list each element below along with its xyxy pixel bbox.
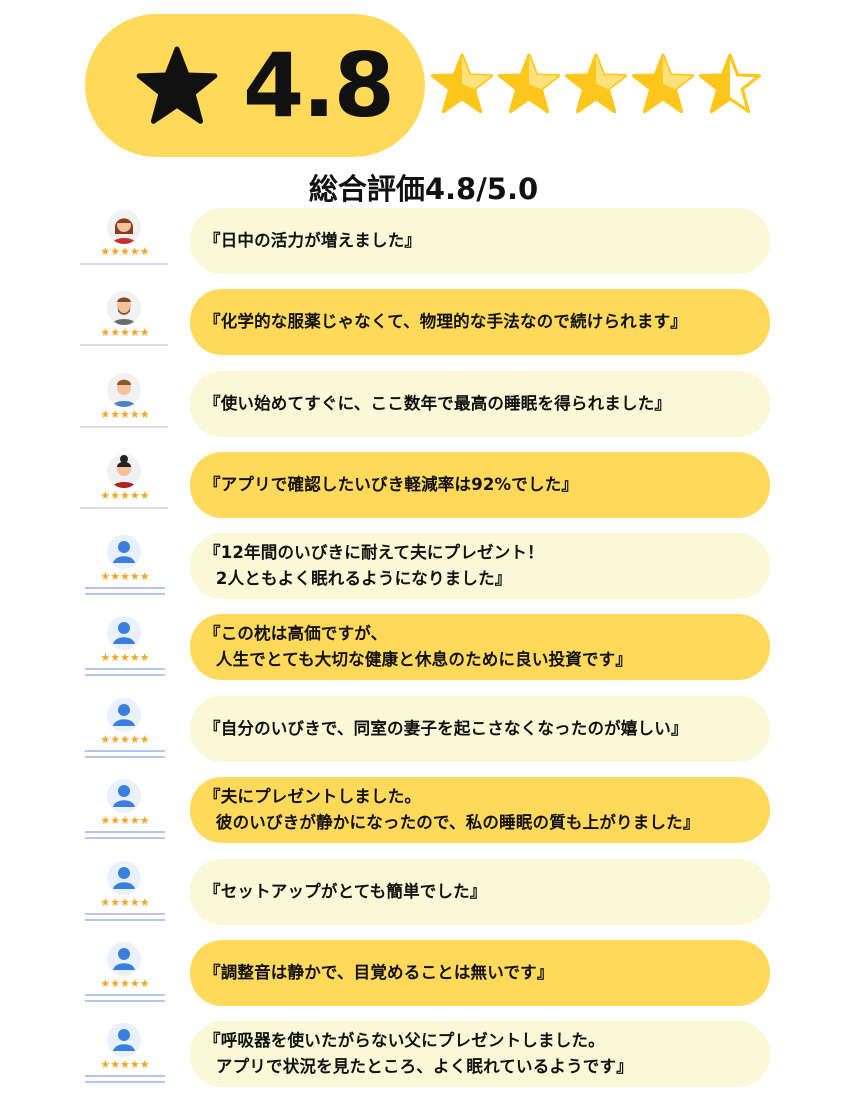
mini-star-rating: ★★★★★: [100, 408, 150, 421]
review-text: 『夫にプレゼントしました。 彼のいびきが静かになったので、私の睡眠の質も上がりま…: [204, 787, 700, 832]
reviewer-card: ★★★★★: [80, 698, 170, 768]
rating-star-icon: [631, 53, 695, 114]
reviewer-card: ★★★★★: [80, 942, 170, 1012]
reviewer-card: ★★★★★: [80, 291, 170, 361]
divider-line: [80, 344, 168, 346]
woman-avatar-icon: [107, 210, 141, 244]
divider-line: [85, 756, 165, 758]
user-icon: [107, 698, 141, 732]
divider-line: [85, 750, 165, 752]
divider-line: [85, 994, 165, 996]
overall-rating-label: 総合評価4.8/5.0: [308, 172, 539, 206]
mini-star-rating: ★★★★★: [100, 733, 150, 746]
mini-star-rating: ★★★★★: [100, 326, 150, 339]
user-icon: [107, 779, 141, 813]
reviewer-card: ★★★★★: [80, 373, 170, 443]
divider-line: [85, 668, 165, 670]
review-bubble: 『使い始めてすぐに、ここ数年で最高の睡眠を得られました』: [190, 371, 770, 437]
rating-badge: 4.8: [85, 14, 425, 157]
review-bubble: 『夫にプレゼントしました。 彼のいびきが静かになったので、私の睡眠の質も上がりま…: [190, 777, 770, 843]
divider-line: [80, 263, 168, 265]
review-text: 『自分のいびきで、同室の妻子を起こさなくなったのが嬉しい』: [204, 719, 688, 738]
review-text: 『12年間のいびきに耐えて夫にプレゼント！ 2人ともよく眠れるようになりました』: [204, 543, 544, 588]
review-bubble: 『呼吸器を使いたがらない父にプレゼントしました。 アプリで状況を見たところ、よく…: [190, 1021, 770, 1087]
mini-star-rating: ★★★★★: [100, 570, 150, 583]
reviewer-card: ★★★★★: [80, 210, 170, 280]
star-icon: [136, 46, 218, 124]
bun-woman-avatar-icon: [107, 454, 141, 488]
reviewer-card: ★★★★★: [80, 779, 170, 849]
review-text: 『この枕は高価ですが、 人生でとても大切な健康と休息のために良い投資です』: [204, 624, 633, 669]
reviewer-card: ★★★★★: [80, 861, 170, 931]
reviewer-card: ★★★★★: [80, 535, 170, 605]
review-text: 『日中の活力が増えました』: [204, 231, 422, 250]
divider-line: [85, 919, 165, 921]
rating-star-icon: [497, 53, 561, 114]
review-text: 『調整音は静かで、目覚めることは無いです』: [204, 963, 554, 982]
review-bubble: 『12年間のいびきに耐えて夫にプレゼント！ 2人ともよく眠れるようになりました』: [190, 533, 770, 599]
user-icon: [107, 616, 141, 650]
review-bubble: 『調整音は静かで、目覚めることは無いです』: [190, 940, 770, 1006]
reviewer-card: ★★★★★: [80, 616, 170, 686]
rating-score: 4.8: [243, 34, 395, 137]
divider-line: [85, 587, 165, 589]
mini-star-rating: ★★★★★: [100, 651, 150, 664]
review-text: 『使い始めてすぐに、ここ数年で最高の睡眠を得られました』: [204, 394, 672, 413]
review-bubble: 『アプリで確認したいびき軽減率は92%でした』: [190, 452, 770, 518]
mini-star-rating: ★★★★★: [100, 977, 150, 990]
review-bubble: 『自分のいびきで、同室の妻子を起こさなくなったのが嬉しい』: [190, 696, 770, 762]
reviewer-card: ★★★★★: [80, 454, 170, 524]
rating-star-icon: [564, 53, 628, 114]
divider-line: [85, 1075, 165, 1077]
reviewer-card: ★★★★★: [80, 1023, 170, 1093]
review-bubble: 『化学的な服薬じゃなくて、物理的な手法なので続けられます』: [190, 289, 770, 355]
user-icon: [107, 861, 141, 895]
mini-star-rating: ★★★★★: [100, 489, 150, 502]
divider-line: [85, 913, 165, 915]
divider-line: [85, 831, 165, 833]
review-text: 『セットアップがとても簡単でした』: [204, 882, 487, 901]
divider-line: [85, 674, 165, 676]
man-avatar-icon: [107, 373, 141, 407]
review-bubble: 『セットアップがとても簡単でした』: [190, 859, 770, 925]
mini-star-rating: ★★★★★: [100, 814, 150, 827]
mini-star-rating: ★★★★★: [100, 1058, 150, 1071]
divider-line: [85, 1000, 165, 1002]
review-text: 『呼吸器を使いたがらない父にプレゼントしました。 アプリで状況を見たところ、よく…: [204, 1031, 633, 1076]
mini-star-rating: ★★★★★: [100, 245, 150, 258]
bearded-man-avatar-icon: [107, 291, 141, 325]
mini-star-rating: ★★★★★: [100, 896, 150, 909]
rating-star-icon: [698, 53, 762, 114]
divider-line: [85, 837, 165, 839]
review-text: 『化学的な服薬じゃなくて、物理的な手法なので続けられます』: [204, 312, 687, 331]
review-bubble: 『日中の活力が増えました』: [190, 208, 770, 274]
divider-line: [85, 1081, 165, 1083]
rating-star-icon: [430, 53, 494, 114]
divider-line: [80, 507, 168, 509]
user-icon: [107, 942, 141, 976]
review-bubble: 『この枕は高価ですが、 人生でとても大切な健康と休息のために良い投資です』: [190, 614, 770, 680]
user-icon: [107, 535, 141, 569]
user-icon: [107, 1023, 141, 1057]
divider-line: [85, 593, 165, 595]
divider-line: [80, 426, 168, 428]
review-text: 『アプリで確認したいびき軽減率は92%でした』: [204, 475, 579, 494]
